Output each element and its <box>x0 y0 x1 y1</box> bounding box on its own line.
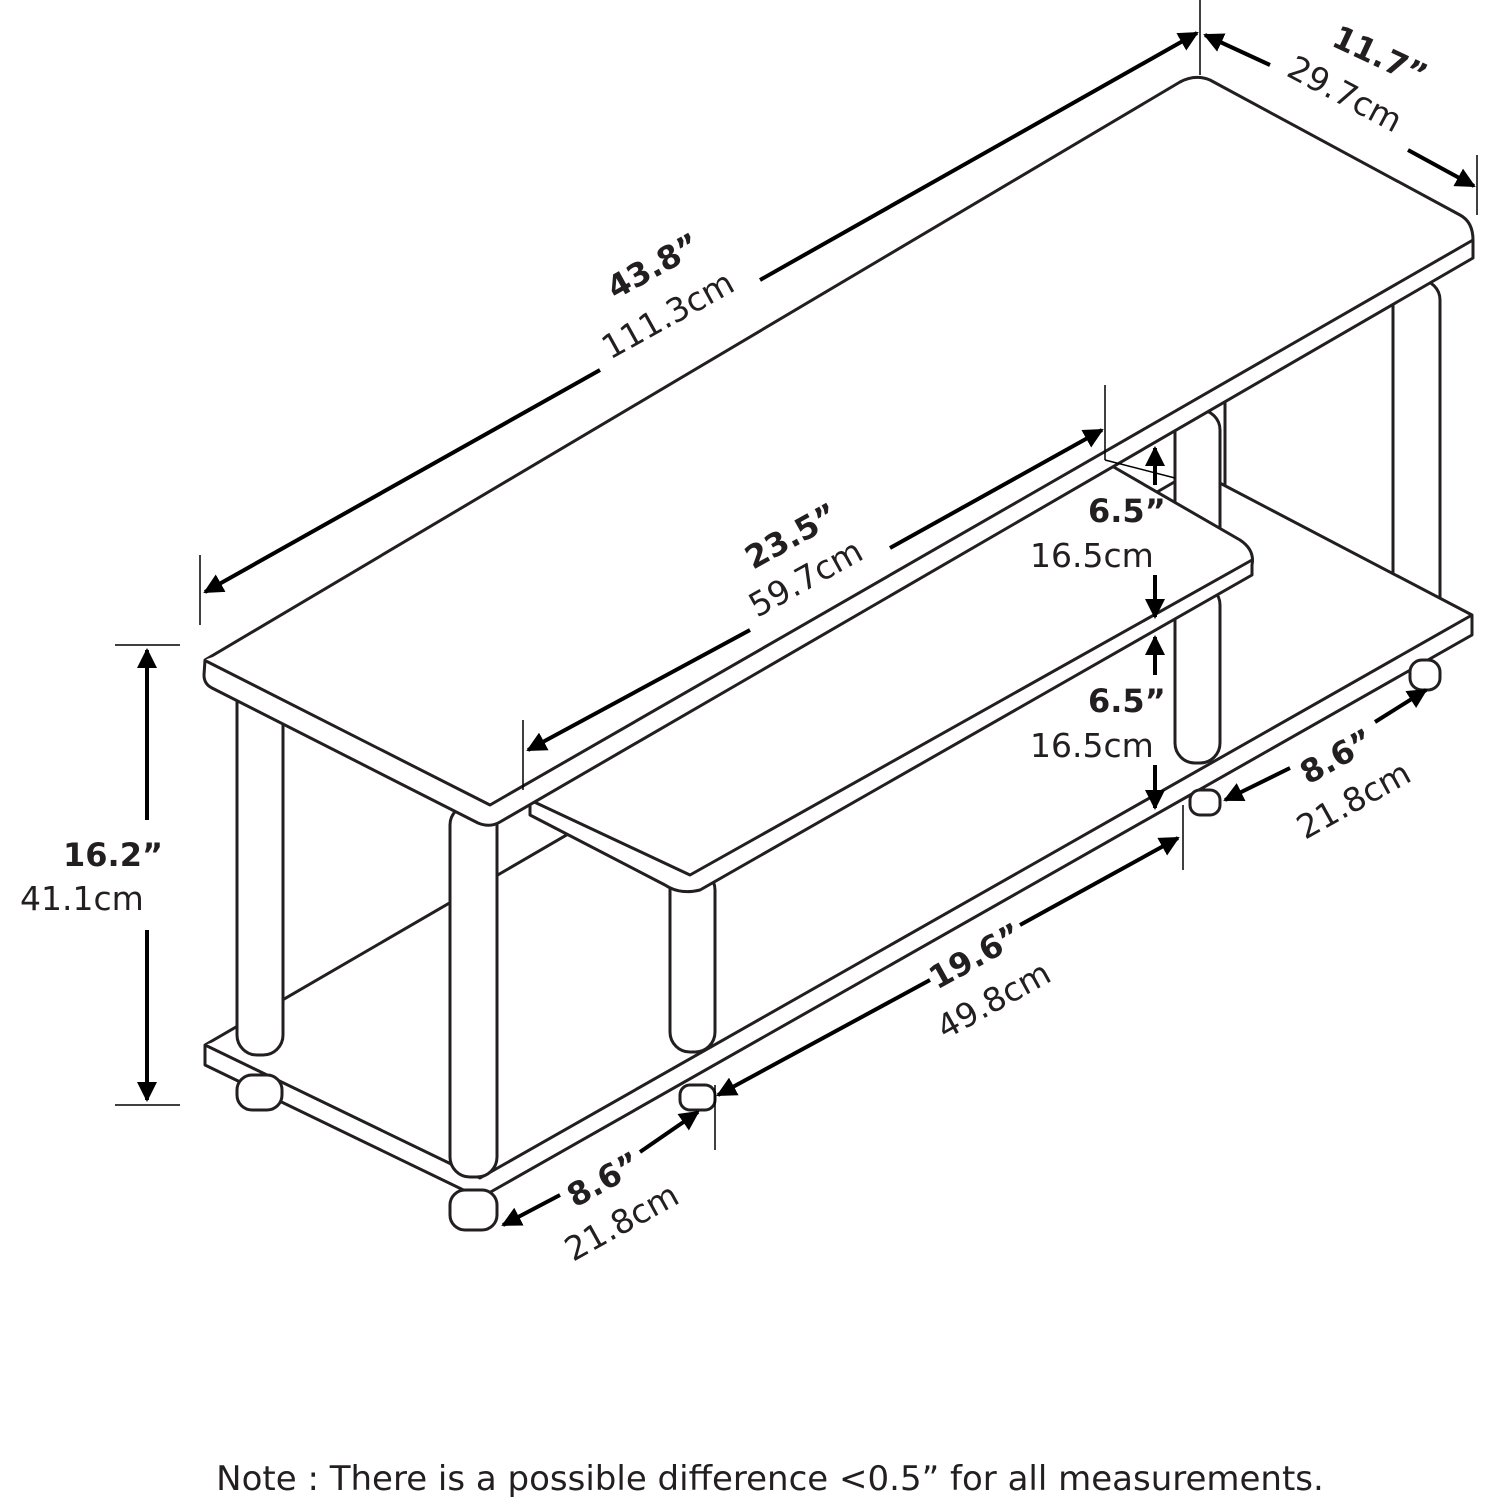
lower-clearance-in-label: 6.5” <box>1088 682 1166 720</box>
dimension-lines <box>115 0 1478 1227</box>
lower-clearance-cm-label: 16.5cm <box>1030 726 1154 765</box>
upper-clearance-in-label: 6.5” <box>1088 492 1166 530</box>
leg-front-left <box>448 803 499 1179</box>
leg-mid-lower <box>668 868 717 1054</box>
upper-clearance-cm-label: 16.5cm <box>1030 536 1154 575</box>
measurement-note: Note : There is a possible difference <0… <box>216 1459 1324 1499</box>
foot <box>1188 788 1222 817</box>
height-in-label: 16.2” <box>63 836 163 874</box>
tv-stand-drawing <box>202 75 1475 1232</box>
leg-front-left-back <box>235 678 285 1057</box>
foot <box>448 1188 499 1232</box>
height-cm-label: 41.1cm <box>20 879 144 918</box>
foot <box>235 1073 284 1112</box>
foot <box>1408 658 1442 692</box>
foot <box>678 1083 717 1112</box>
